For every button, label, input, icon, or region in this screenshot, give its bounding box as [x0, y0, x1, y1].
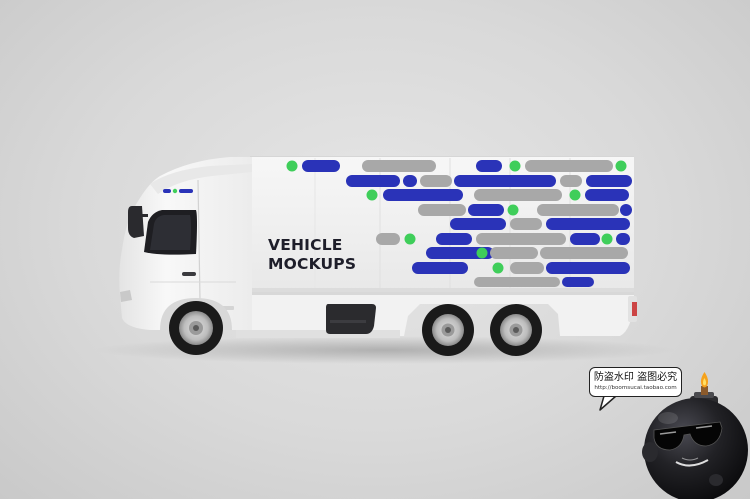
logo-dots-icon: [163, 188, 193, 194]
vehicle-mockups-label: VEHICLE MOCKUPS: [268, 236, 356, 274]
watermark-url: http://boomsucai.taobao.com: [594, 385, 677, 391]
front-wheel: [169, 301, 223, 355]
truck-cab: [119, 157, 252, 330]
side-battery-box: [326, 304, 376, 334]
sunglasses-icon: [653, 421, 723, 451]
rear-wheel-1: [422, 304, 474, 356]
rear-wheel-2: [490, 304, 542, 356]
stripe-pattern: [286, 160, 632, 287]
watermark-text: 防盗水印 盗图必究: [593, 372, 678, 383]
watermark-speech-bubble: 防盗水印 盗图必究 http://boomsucai.taobao.com: [589, 367, 682, 397]
box-text-line-2: MOCKUPS: [268, 255, 357, 273]
bomb-mascot-icon: [642, 372, 748, 499]
side-mirror: [128, 206, 144, 238]
chassis: [236, 292, 637, 338]
box-text-line-1: VEHICLE: [268, 236, 343, 254]
speech-bubble-tail: [599, 395, 617, 411]
